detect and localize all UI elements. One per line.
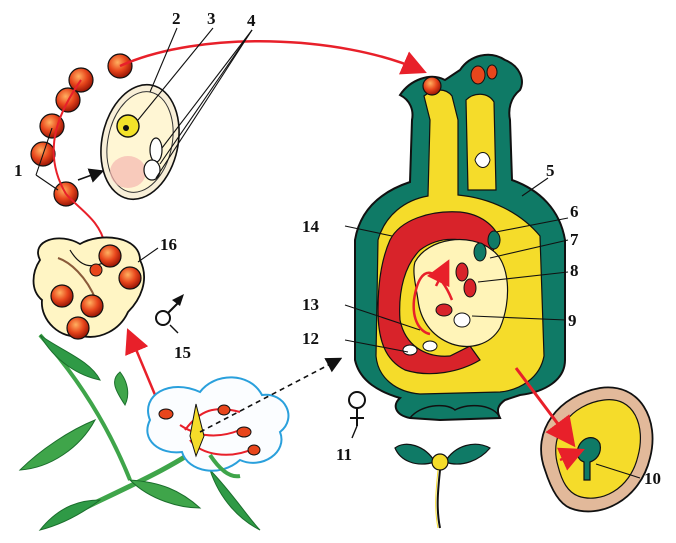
leader-line-16 <box>138 248 158 262</box>
label-5: 5 <box>546 162 555 179</box>
label-16: 16 <box>160 236 177 253</box>
label-13: 13 <box>302 296 319 313</box>
label-9: 9 <box>568 312 577 329</box>
flower <box>147 377 288 476</box>
label-15: 15 <box>174 344 191 361</box>
anther <box>34 237 145 339</box>
pistil-ovary <box>355 55 565 420</box>
label-7: 7 <box>570 231 579 248</box>
label-8: 8 <box>570 262 579 279</box>
flower-to-anther-arrow <box>130 335 158 402</box>
label-14: 14 <box>302 218 319 235</box>
seed <box>541 387 652 511</box>
male-symbol-icon <box>156 294 184 333</box>
label-3: 3 <box>207 10 216 27</box>
label-10: 10 <box>644 470 661 487</box>
label-6: 6 <box>570 203 579 220</box>
label-1: 1 <box>14 162 23 179</box>
label-12: 12 <box>302 330 319 347</box>
pollen-to-section-arrow <box>78 172 100 180</box>
seedling <box>395 444 490 528</box>
label-4: 4 <box>247 12 256 29</box>
label-11: 11 <box>336 446 352 463</box>
label-2: 2 <box>172 10 181 27</box>
female-symbol-icon <box>349 392 365 438</box>
